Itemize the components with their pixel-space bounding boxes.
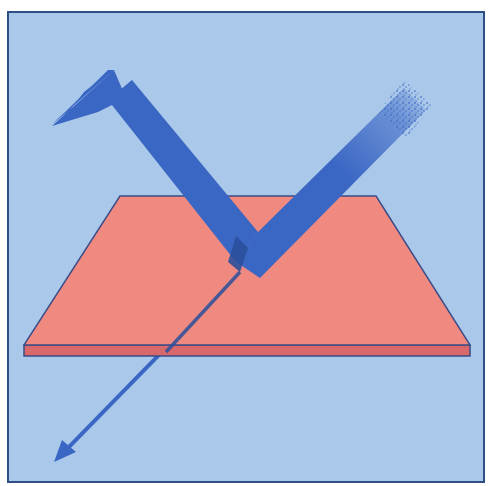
slab-edge bbox=[24, 345, 470, 356]
